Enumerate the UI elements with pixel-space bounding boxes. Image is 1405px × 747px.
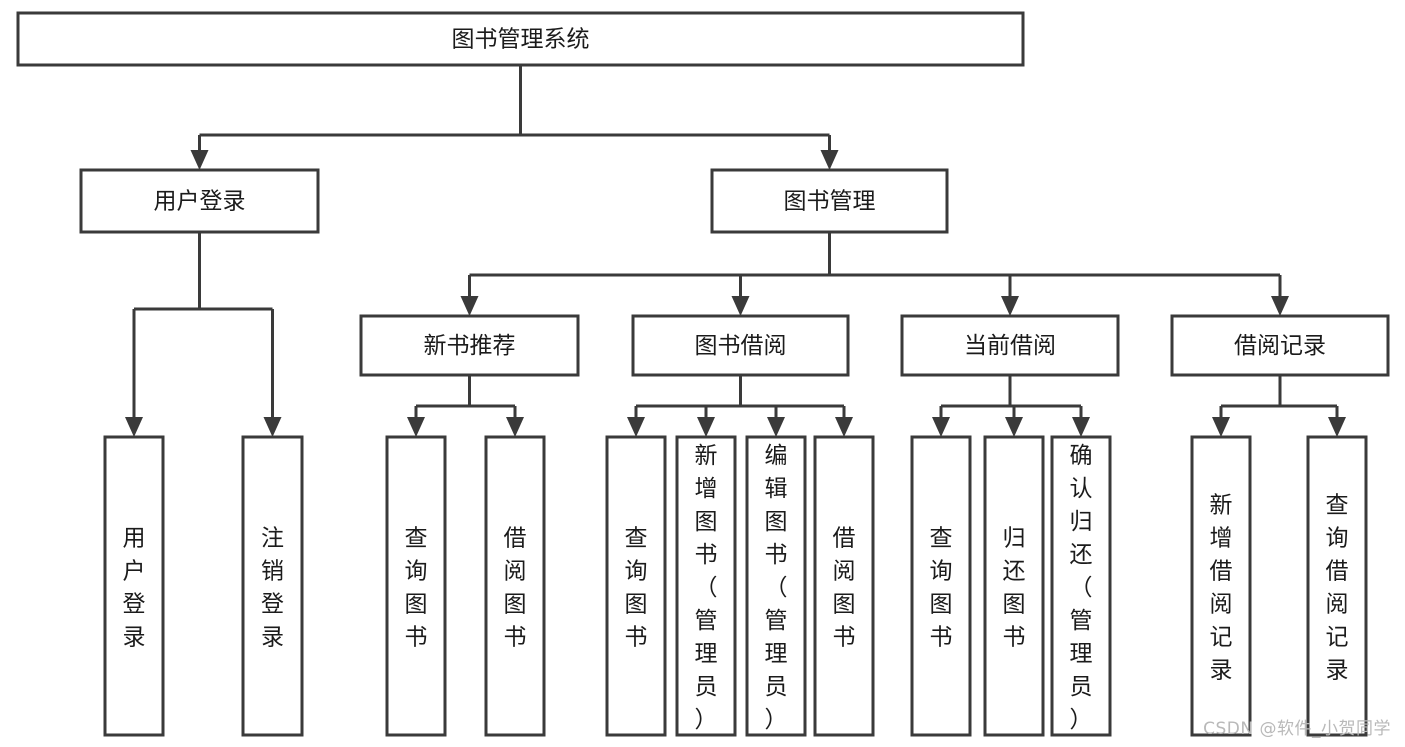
leaf-leaf-logout-label: 注销登录 bbox=[261, 526, 284, 651]
leaf-leaf-query-book-2-label: 查询图书 bbox=[625, 526, 648, 651]
leaf-leaf-add-book-label: 新增图书（管理员） bbox=[695, 443, 718, 733]
arrow-head-icon bbox=[731, 296, 750, 316]
arrow-head-icon bbox=[263, 417, 282, 437]
leaf-leaf-query-book-1[interactable]: 查询图书 bbox=[385, 435, 447, 737]
node-book-borrow[interactable]: 图书借阅 bbox=[631, 314, 850, 377]
leaf-leaf-query-book-3[interactable]: 查询图书 bbox=[910, 435, 972, 737]
leaf-leaf-return-book[interactable]: 归还图书 bbox=[983, 435, 1045, 737]
arrow-head-icon bbox=[407, 417, 425, 437]
node-user-login-label: 用户登录 bbox=[154, 189, 246, 215]
leaf-leaf-add-record[interactable]: 新增借阅记录 bbox=[1190, 435, 1252, 737]
leaf-leaf-query-record-box[interactable] bbox=[1306, 435, 1368, 737]
leaf-leaf-confirm-return-box[interactable] bbox=[1050, 435, 1112, 737]
arrow-head-icon bbox=[1328, 417, 1346, 437]
node-current-borrow-box[interactable] bbox=[900, 314, 1120, 377]
arrow-head-icon bbox=[1001, 296, 1019, 316]
leaf-leaf-query-record[interactable]: 查询借阅记录 bbox=[1306, 435, 1368, 737]
arrow-head-icon bbox=[627, 417, 645, 437]
leaf-leaf-logout[interactable]: 注销登录 bbox=[241, 435, 304, 737]
leaf-leaf-query-book-2[interactable]: 查询图书 bbox=[605, 435, 667, 737]
leaf-leaf-query-book-1-label: 查询图书 bbox=[405, 526, 428, 651]
node-root-label: 图书管理系统 bbox=[452, 27, 590, 53]
node-book-borrow-label: 图书借阅 bbox=[695, 333, 787, 359]
arrow-head-icon bbox=[460, 296, 479, 316]
node-book-manage-label: 图书管理 bbox=[784, 189, 876, 215]
node-new-book-recommend[interactable]: 新书推荐 bbox=[359, 314, 580, 377]
node-root-box[interactable] bbox=[16, 11, 1025, 67]
leaf-leaf-add-record-label: 新增借阅记录 bbox=[1210, 493, 1233, 684]
leaf-leaf-borrow-book-2-label: 借阅图书 bbox=[833, 526, 856, 651]
node-current-borrow-label: 当前借阅 bbox=[964, 333, 1056, 359]
leaf-leaf-confirm-return[interactable]: 确认归还（管理员） bbox=[1050, 435, 1112, 737]
node-user-login[interactable]: 用户登录 bbox=[79, 168, 320, 234]
leaf-leaf-confirm-return-label: 确认归还（管理员） bbox=[1070, 443, 1093, 733]
leaf-leaf-borrow-book-2-box[interactable] bbox=[813, 435, 875, 737]
node-borrow-record-box[interactable] bbox=[1170, 314, 1390, 377]
arrow-head-icon bbox=[1212, 417, 1230, 437]
node-book-borrow-box[interactable] bbox=[631, 314, 850, 377]
leaf-leaf-query-book-3-label: 查询图书 bbox=[930, 526, 953, 651]
node-borrow-record-label: 借阅记录 bbox=[1234, 333, 1326, 359]
node-new-book-recommend-box[interactable] bbox=[359, 314, 580, 377]
node-book-manage-box[interactable] bbox=[710, 168, 949, 234]
leaf-leaf-query-book-1-box[interactable] bbox=[385, 435, 447, 737]
arrow-head-icon bbox=[190, 150, 209, 170]
arrow-head-icon bbox=[835, 417, 853, 437]
leaf-leaf-edit-book-label: 编辑图书（管理员） bbox=[765, 443, 788, 733]
leaf-leaf-user-login-box[interactable] bbox=[103, 435, 165, 737]
node-new-book-recommend-label: 新书推荐 bbox=[424, 333, 516, 359]
leaf-leaf-edit-book-box[interactable] bbox=[745, 435, 807, 737]
leaf-leaf-user-login[interactable]: 用户登录 bbox=[103, 435, 165, 737]
leaf-leaf-borrow-book-1-label: 借阅图书 bbox=[504, 526, 527, 651]
connectors-layer bbox=[125, 65, 1346, 437]
arrow-head-icon bbox=[767, 417, 785, 437]
leaf-leaf-query-record-label: 查询借阅记录 bbox=[1326, 493, 1349, 684]
leaf-leaf-query-book-3-box[interactable] bbox=[910, 435, 972, 737]
leaf-leaf-return-book-label: 归还图书 bbox=[1003, 526, 1026, 651]
arrow-head-icon bbox=[506, 417, 524, 437]
node-borrow-record[interactable]: 借阅记录 bbox=[1170, 314, 1390, 377]
arrow-head-icon bbox=[932, 417, 950, 437]
leaf-leaf-add-book[interactable]: 新增图书（管理员） bbox=[675, 435, 737, 737]
leaf-leaf-query-book-2-box[interactable] bbox=[605, 435, 667, 737]
arrow-head-icon bbox=[125, 417, 143, 437]
arrow-head-icon bbox=[820, 150, 839, 170]
leaf-leaf-borrow-book-1-box[interactable] bbox=[484, 435, 546, 737]
leaf-leaf-add-record-box[interactable] bbox=[1190, 435, 1252, 737]
leaf-leaf-edit-book[interactable]: 编辑图书（管理员） bbox=[745, 435, 807, 737]
node-user-login-box[interactable] bbox=[79, 168, 320, 234]
node-root[interactable]: 图书管理系统 bbox=[16, 11, 1025, 67]
arrow-head-icon bbox=[1005, 417, 1023, 437]
node-current-borrow[interactable]: 当前借阅 bbox=[900, 314, 1120, 377]
node-book-manage[interactable]: 图书管理 bbox=[710, 168, 949, 234]
leaf-leaf-borrow-book-2[interactable]: 借阅图书 bbox=[813, 435, 875, 737]
leaf-leaf-logout-box[interactable] bbox=[241, 435, 304, 737]
arrow-head-icon bbox=[1271, 296, 1289, 316]
leaf-leaf-return-book-box[interactable] bbox=[983, 435, 1045, 737]
leaf-leaf-add-book-box[interactable] bbox=[675, 435, 737, 737]
arrow-head-icon bbox=[1072, 417, 1090, 437]
boxes-layer: 图书管理系统用户登录图书管理新书推荐图书借阅当前借阅借阅记录用户登录注销登录查询… bbox=[16, 11, 1390, 737]
arrow-head-icon bbox=[697, 417, 715, 437]
leaf-leaf-borrow-book-1[interactable]: 借阅图书 bbox=[484, 435, 546, 737]
leaf-leaf-user-login-label: 用户登录 bbox=[123, 526, 146, 651]
